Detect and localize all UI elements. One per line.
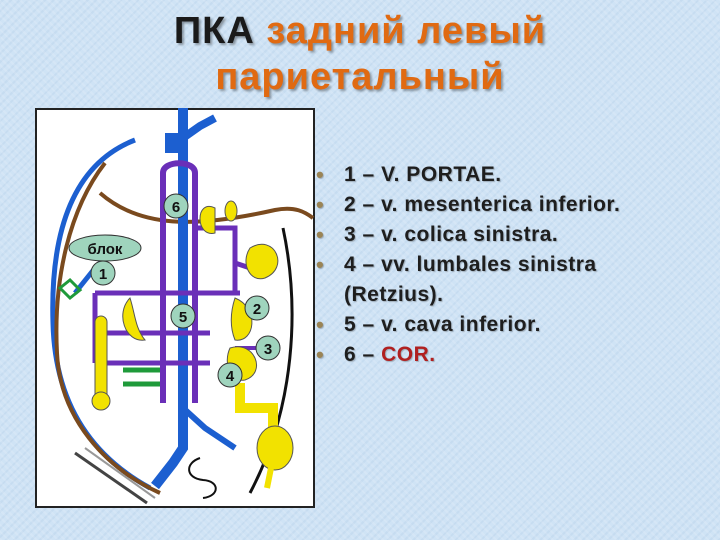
- label-5-text: 5: [179, 309, 187, 326]
- legend-item-4-continuation: (Retzius).: [344, 283, 444, 306]
- label-blok-text: блок: [88, 241, 123, 258]
- legend-num: 6: [344, 343, 357, 366]
- legend-item-1: • 1 – V. PORTAE.: [312, 160, 717, 190]
- legend-item-2: • 2 – v. mesenterica inferior.: [312, 190, 717, 220]
- curly-vessel: [188, 457, 217, 499]
- legend-dash: –: [362, 223, 375, 246]
- bullet-icon: •: [316, 162, 325, 187]
- cava-branch-top: [180, 114, 217, 142]
- organ-bladder-neck: [264, 467, 274, 489]
- bullet-icon: •: [316, 252, 325, 277]
- organ-bladder: [256, 425, 294, 471]
- legend-text: v. mesenterica inferior.: [381, 193, 621, 216]
- label-3: 3: [255, 335, 281, 361]
- label-6: 6: [163, 193, 189, 219]
- bullet-icon: •: [316, 312, 325, 337]
- portal-arch: [160, 160, 198, 174]
- slide-title-line-2: париетальный: [215, 56, 505, 98]
- legend-text: v. colica sinistra.: [381, 223, 559, 246]
- slide-title: ПКА задний левый: [0, 8, 720, 54]
- legend-num: 4: [344, 253, 357, 276]
- legend-dash: –: [362, 313, 375, 336]
- organ-heart-tip: [224, 200, 238, 222]
- organ-left-bulb: [91, 391, 111, 411]
- catheter-line-2: [84, 447, 156, 499]
- legend-list: • 1 – V. PORTAE. • 2 – v. mesenterica in…: [312, 160, 717, 370]
- legend-num: 3: [344, 223, 357, 246]
- label-1: 1: [90, 260, 116, 286]
- label-4: 4: [217, 362, 243, 388]
- legend-item-6: • 6 – COR.: [312, 340, 717, 370]
- brown-vessel-left: [54, 161, 161, 495]
- organ-upper-right: [245, 243, 279, 280]
- label-2-text: 2: [253, 301, 261, 318]
- legend-dash: –: [362, 193, 375, 216]
- legend-text: v. cava inferior.: [381, 313, 541, 336]
- bullet-icon: •: [316, 342, 325, 367]
- bullet-icon: •: [316, 222, 325, 247]
- legend-item-5: • 5 – v. cava inferior.: [312, 310, 717, 340]
- cava-branch-lower: [180, 405, 237, 451]
- label-1-text: 1: [99, 266, 107, 283]
- legend-text: vv. lumbales sinistra: [381, 253, 597, 276]
- legend-num: 1: [344, 163, 357, 186]
- kidney-left: [122, 297, 146, 341]
- legend-num: 5: [344, 313, 357, 336]
- green-anastomosis-3: [57, 277, 83, 301]
- label-4-text: 4: [226, 368, 235, 385]
- label-6-text: 6: [172, 199, 180, 216]
- label-blok: блок: [68, 234, 142, 262]
- label-2: 2: [244, 295, 270, 321]
- legend-dash: –: [362, 343, 375, 366]
- colon-segment: [235, 383, 278, 438]
- legend-text: V. PORTAE.: [381, 163, 502, 186]
- label-5: 5: [170, 303, 196, 329]
- anatomical-diagram: 6 блок 1 5 2 3 4: [35, 108, 315, 508]
- title-part-1: ПКА: [173, 10, 255, 52]
- legend-text: COR.: [381, 343, 436, 366]
- legend-item-4: • 4 – vv. lumbales sinistra: [312, 250, 717, 280]
- legend-item-3: • 3 – v. colica sinistra.: [312, 220, 717, 250]
- bullet-icon: •: [316, 192, 325, 217]
- catheter-line-1: [74, 451, 148, 505]
- legend-dash: –: [362, 163, 375, 186]
- organ-heart: [199, 205, 216, 234]
- title-part-2: задний левый: [266, 10, 547, 52]
- label-3-text: 3: [264, 341, 272, 358]
- legend-num: 2: [344, 193, 357, 216]
- legend-dash: –: [362, 253, 375, 276]
- brown-vessel-top: [98, 191, 315, 224]
- vena-cava-inferior: [151, 108, 188, 490]
